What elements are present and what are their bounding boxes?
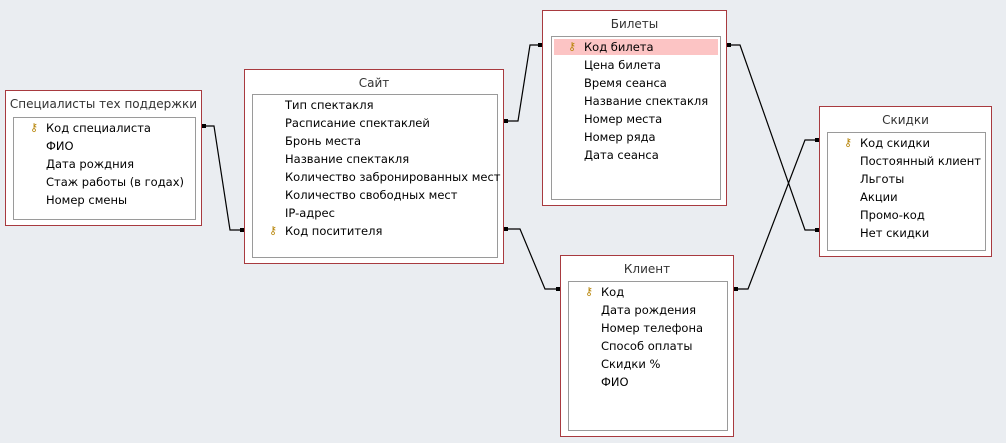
relation-line <box>734 139 819 290</box>
field-row[interactable]: Номер телефона <box>571 320 725 336</box>
field-name: Скидки % <box>601 357 661 371</box>
field-row[interactable]: Дата рождния <box>16 156 193 172</box>
field-name: Код поситителя <box>285 224 383 238</box>
field-name: Дата рождния <box>46 157 134 171</box>
field-row[interactable]: ⚷ Код билета <box>554 39 718 55</box>
field-row[interactable]: Название спектакля <box>554 93 718 109</box>
field-row[interactable]: ⚷ Код специалиста <box>16 120 193 136</box>
field-name: Промо-код <box>860 208 925 222</box>
field-row[interactable]: Нет скидки <box>830 225 983 241</box>
field-name: ФИО <box>601 375 629 389</box>
field-row[interactable]: Количество забронированных мест <box>255 169 500 185</box>
field-row[interactable]: Номер ряда <box>554 129 718 145</box>
field-name: Код скидки <box>860 136 930 150</box>
field-name: Номер ряда <box>584 130 656 144</box>
field-name: Расписание спектаклей <box>285 116 430 130</box>
field-name: Номер смены <box>46 193 128 207</box>
field-row[interactable]: Расписание спектаклей <box>255 115 495 131</box>
field-name: Дата сеанса <box>584 148 659 162</box>
field-name: Код специалиста <box>46 121 151 135</box>
primary-key-icon: ⚷ <box>568 40 577 53</box>
field-row[interactable]: ФИО <box>16 138 193 154</box>
relation-line <box>202 125 244 231</box>
field-row[interactable]: Название спектакля <box>255 151 495 167</box>
relation-line <box>504 44 542 122</box>
table-title[interactable]: Специалисты тех поддержки <box>9 97 198 111</box>
field-row[interactable]: Номер смены <box>16 192 193 208</box>
field-name: Стаж работы (в годах) <box>46 175 184 189</box>
field-row[interactable]: Постоянный клиент <box>830 153 983 169</box>
field-row[interactable]: Способ оплаты <box>571 338 725 354</box>
field-name: Бронь места <box>285 134 361 148</box>
table-specialists[interactable]: Специалисты тех поддержки ⚷ Код специалист… <box>5 90 202 226</box>
field-name: Номер места <box>584 112 663 126</box>
field-name: ФИО <box>46 139 74 153</box>
field-row[interactable]: ФИО <box>571 374 725 390</box>
primary-key-icon: ⚷ <box>30 121 39 134</box>
field-row[interactable]: Количество свободных мест <box>255 187 495 203</box>
field-name: Способ оплаты <box>601 339 693 353</box>
field-name: Льготы <box>860 172 905 186</box>
field-name: Количество свободных мест <box>285 188 458 202</box>
field-name: Название спектакля <box>584 94 709 108</box>
relation-line <box>727 44 819 231</box>
field-row[interactable]: Номер места <box>554 111 718 127</box>
field-row[interactable]: Дата сеанса <box>554 147 718 163</box>
relation-line <box>504 228 560 290</box>
field-row[interactable]: Дата рождения <box>571 302 725 318</box>
field-row[interactable]: Стаж работы (в годах) <box>16 174 193 190</box>
field-name: Код <box>601 285 625 299</box>
field-name: Нет скидки <box>860 226 930 240</box>
field-row[interactable]: Цена билета <box>554 57 718 73</box>
table-title[interactable]: Клиент <box>623 262 671 276</box>
primary-key-icon: ⚷ <box>585 285 594 298</box>
field-row[interactable]: Время сеанса <box>554 75 718 91</box>
primary-key-icon: ⚷ <box>269 224 278 237</box>
field-name: Тип спектакля <box>285 98 374 112</box>
field-name: Время сеанса <box>584 76 667 90</box>
table-title[interactable]: Билеты <box>610 17 659 31</box>
field-name: Номер телефона <box>601 321 704 335</box>
table-title[interactable]: Сайт <box>358 76 390 90</box>
field-row[interactable]: ⚷ Код поситителя <box>255 223 495 239</box>
primary-key-icon: ⚷ <box>844 136 853 149</box>
field-row[interactable]: Скидки % <box>571 356 725 372</box>
field-name: Название спектакля <box>285 152 410 166</box>
field-row[interactable]: Бронь места <box>255 133 495 149</box>
field-row[interactable]: Акции <box>830 189 983 205</box>
field-name: Код билета <box>584 40 654 54</box>
field-row[interactable]: Промо-код <box>830 207 983 223</box>
field-name: Дата рождения <box>601 303 697 317</box>
field-row[interactable]: Льготы <box>830 171 983 187</box>
field-row[interactable]: ⚷ Код <box>571 284 725 300</box>
field-name: IP-адрес <box>285 206 335 220</box>
field-row[interactable]: IP-адрес <box>255 205 495 221</box>
table-title[interactable]: Скидки <box>882 113 929 127</box>
field-name: Постоянный клиент <box>860 154 981 168</box>
field-name: Количество забронированных мест <box>285 170 501 184</box>
field-row[interactable]: Тип спектакля <box>255 97 495 113</box>
field-name: Акции <box>860 190 898 204</box>
field-row[interactable]: ⚷ Код скидки <box>830 135 983 151</box>
field-name: Цена билета <box>584 58 661 72</box>
